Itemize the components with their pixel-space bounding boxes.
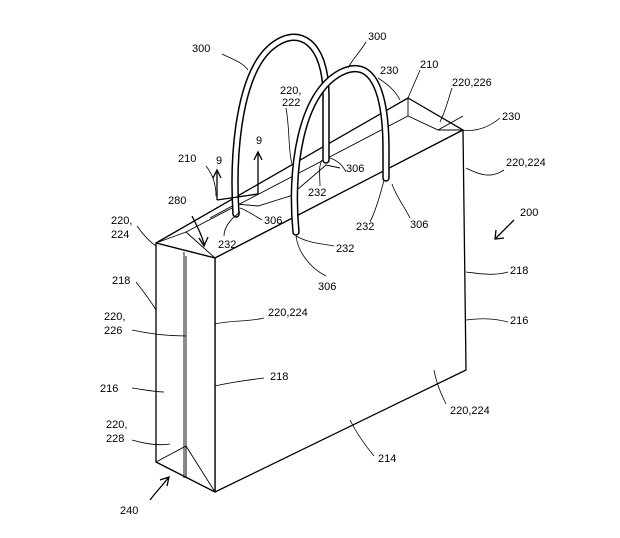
rear-handle bbox=[231, 33, 330, 218]
label-230-top: 230 bbox=[380, 65, 398, 77]
label-220-222-line2: 222 bbox=[282, 97, 300, 109]
arrow-240 bbox=[149, 476, 170, 501]
label-306-right: 306 bbox=[410, 219, 428, 231]
label-306-center: 306 bbox=[346, 163, 364, 175]
label-220-224-bottom: 220,224 bbox=[450, 405, 490, 417]
label-232-front: 232 bbox=[336, 243, 354, 255]
label-210-top: 210 bbox=[420, 59, 438, 71]
label-200: 200 bbox=[520, 207, 538, 219]
label-9-right: 9 bbox=[256, 135, 262, 147]
label-240: 240 bbox=[120, 505, 138, 517]
label-210-left: 210 bbox=[178, 153, 196, 165]
label-9-left: 9 bbox=[216, 155, 222, 167]
label-220-222-line1: 220, bbox=[280, 85, 301, 97]
label-220-228-line1: 220, bbox=[106, 419, 127, 431]
label-280: 280 bbox=[168, 195, 186, 207]
label-220-226-side-line2: 226 bbox=[104, 325, 122, 337]
label-220-224-side-line1: 220, bbox=[111, 215, 132, 227]
label-216-right: 216 bbox=[510, 315, 528, 327]
label-230-right: 230 bbox=[502, 111, 520, 123]
label-218-left: 218 bbox=[112, 275, 130, 287]
label-218-right: 218 bbox=[510, 265, 528, 277]
label-216-left: 216 bbox=[100, 383, 118, 395]
label-232-left: 232 bbox=[218, 239, 236, 251]
label-214: 214 bbox=[378, 453, 396, 465]
label-220-224-top-right: 220,224 bbox=[506, 157, 546, 169]
label-220-228-line2: 228 bbox=[106, 433, 124, 445]
label-220-224-front: 220,224 bbox=[268, 307, 308, 319]
reference-numerals: 300 300 220, 222 230 210 220,226 230 9 9… bbox=[100, 31, 546, 517]
label-306-left: 306 bbox=[264, 215, 282, 227]
label-220-224-side-line2: 224 bbox=[111, 229, 129, 241]
arrow-200 bbox=[494, 219, 515, 240]
label-300-right: 300 bbox=[368, 31, 386, 43]
leader-lines bbox=[131, 41, 509, 457]
bag-side-gusset bbox=[155, 242, 216, 493]
arrow-280 bbox=[191, 215, 209, 248]
label-306-bottom: 306 bbox=[318, 281, 336, 293]
label-232-right: 232 bbox=[356, 221, 374, 233]
label-300-left: 300 bbox=[192, 43, 210, 55]
label-218-front: 218 bbox=[270, 371, 288, 383]
label-220-226-side-line1: 220, bbox=[104, 311, 125, 323]
front-handle bbox=[290, 64, 390, 236]
section-arrows bbox=[212, 150, 263, 201]
label-232-center: 232 bbox=[308, 187, 326, 199]
label-220-226-top: 220,226 bbox=[452, 77, 492, 89]
